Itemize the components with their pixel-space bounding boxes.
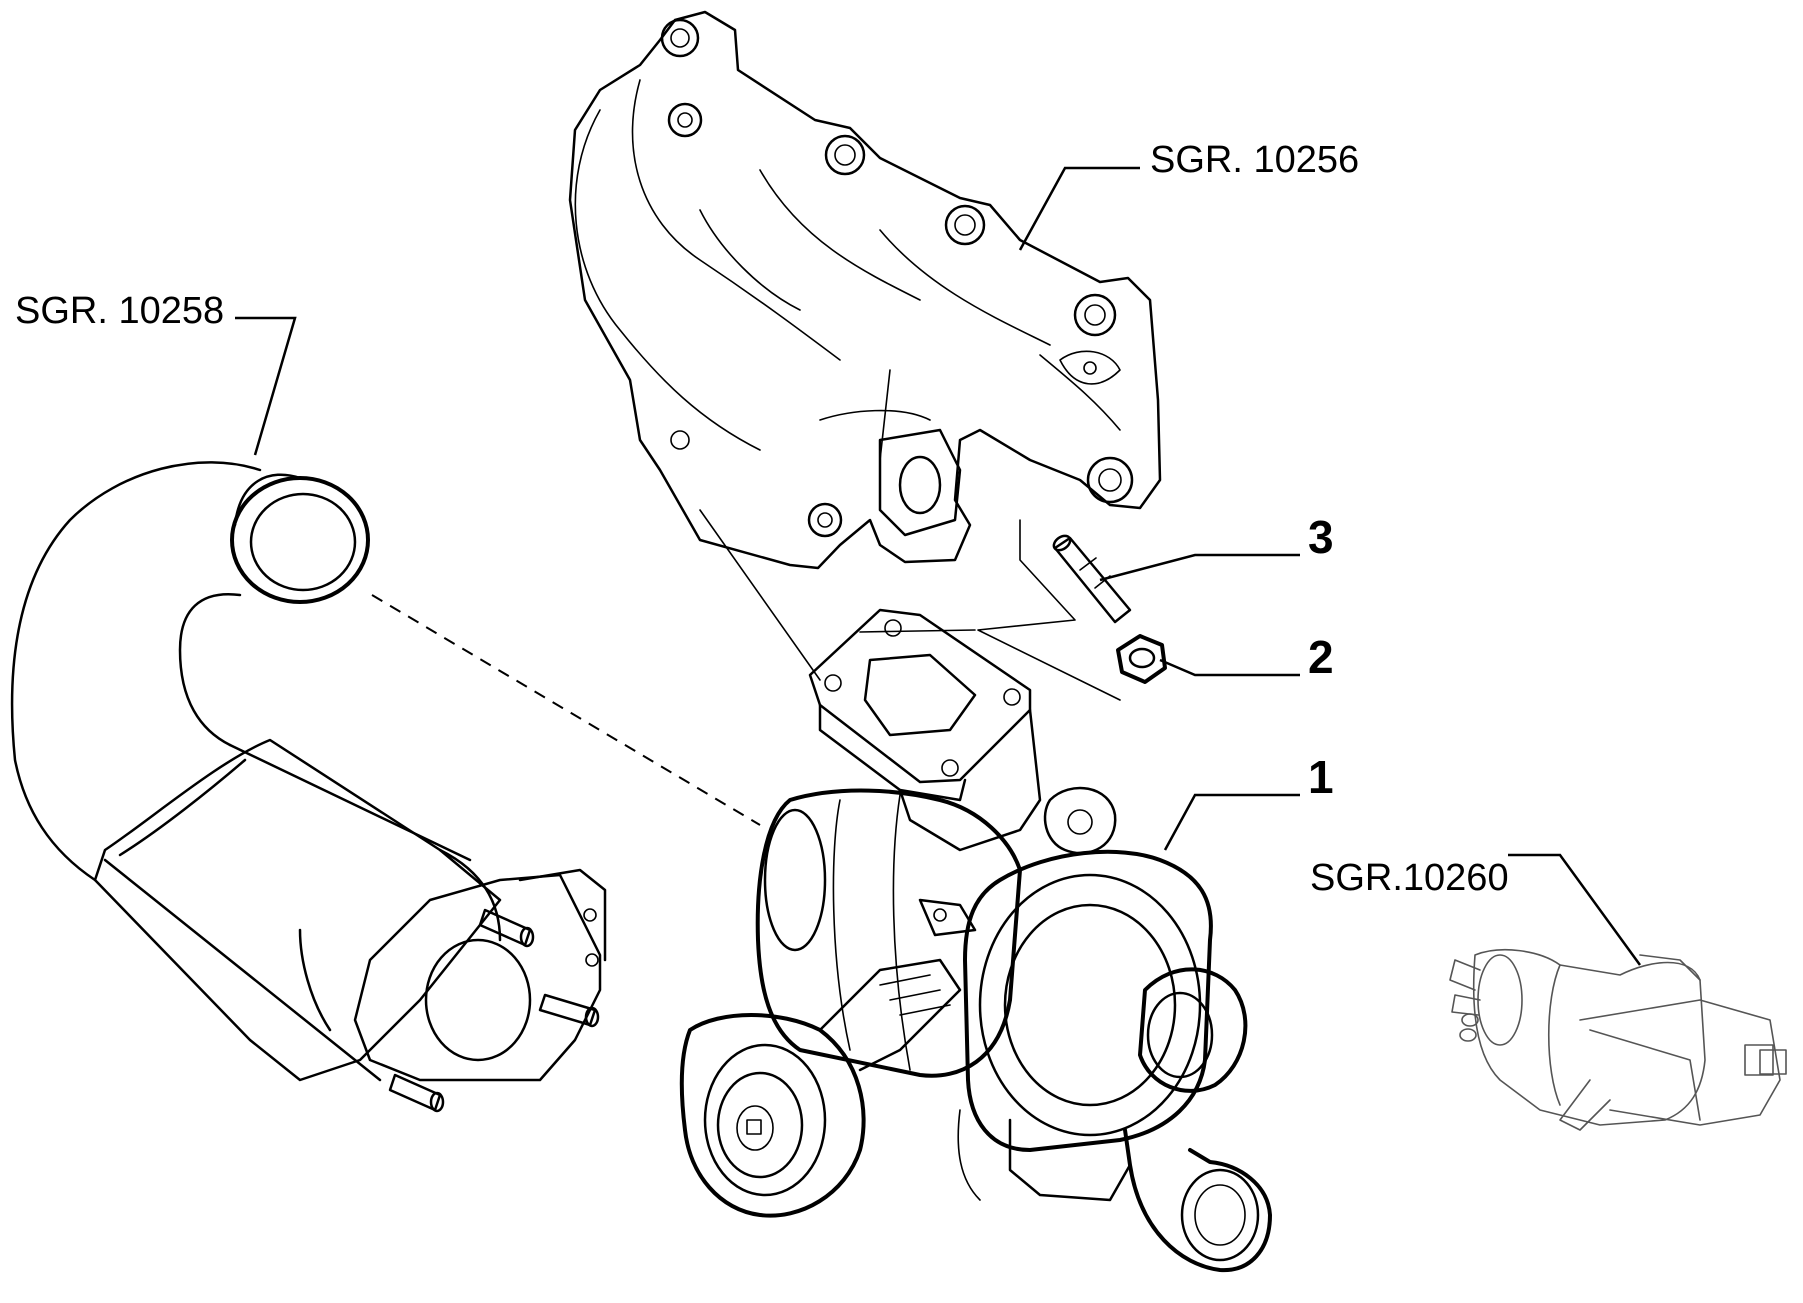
- callout-item-1: 1: [1308, 751, 1334, 803]
- turbocharger-part-1: [679, 786, 1272, 1273]
- exhaust-manifold-drawing: [568, 10, 1162, 570]
- leader-lines: [235, 166, 1642, 966]
- leader-item-2: [1159, 658, 1300, 677]
- solenoid-valve-drawing: [1449, 949, 1787, 1131]
- downpipe-catalyst-drawing: [10, 461, 607, 1113]
- callout-ref-10256: SGR. 10256: [1150, 139, 1359, 181]
- nut-part-2: [1116, 634, 1167, 684]
- callout-item-2: 2: [1308, 631, 1334, 683]
- leader-item-1: [1163, 793, 1300, 851]
- stud-part-3: [1052, 534, 1132, 624]
- turbo-inlet-flange: [808, 608, 1042, 852]
- callout-ref-10258: SGR. 10258: [15, 290, 224, 332]
- leader-item-3: [1099, 553, 1300, 582]
- assembly-guide-lines: [699, 509, 1121, 701]
- leader-ref-10260: [1508, 853, 1642, 966]
- callout-ref-10260: SGR.10260: [1310, 857, 1509, 899]
- alignment-dashed-line: [371, 594, 761, 826]
- leader-ref-10256: [1018, 166, 1140, 251]
- callout-item-3: 3: [1308, 511, 1334, 563]
- leader-ref-10258: [235, 316, 297, 456]
